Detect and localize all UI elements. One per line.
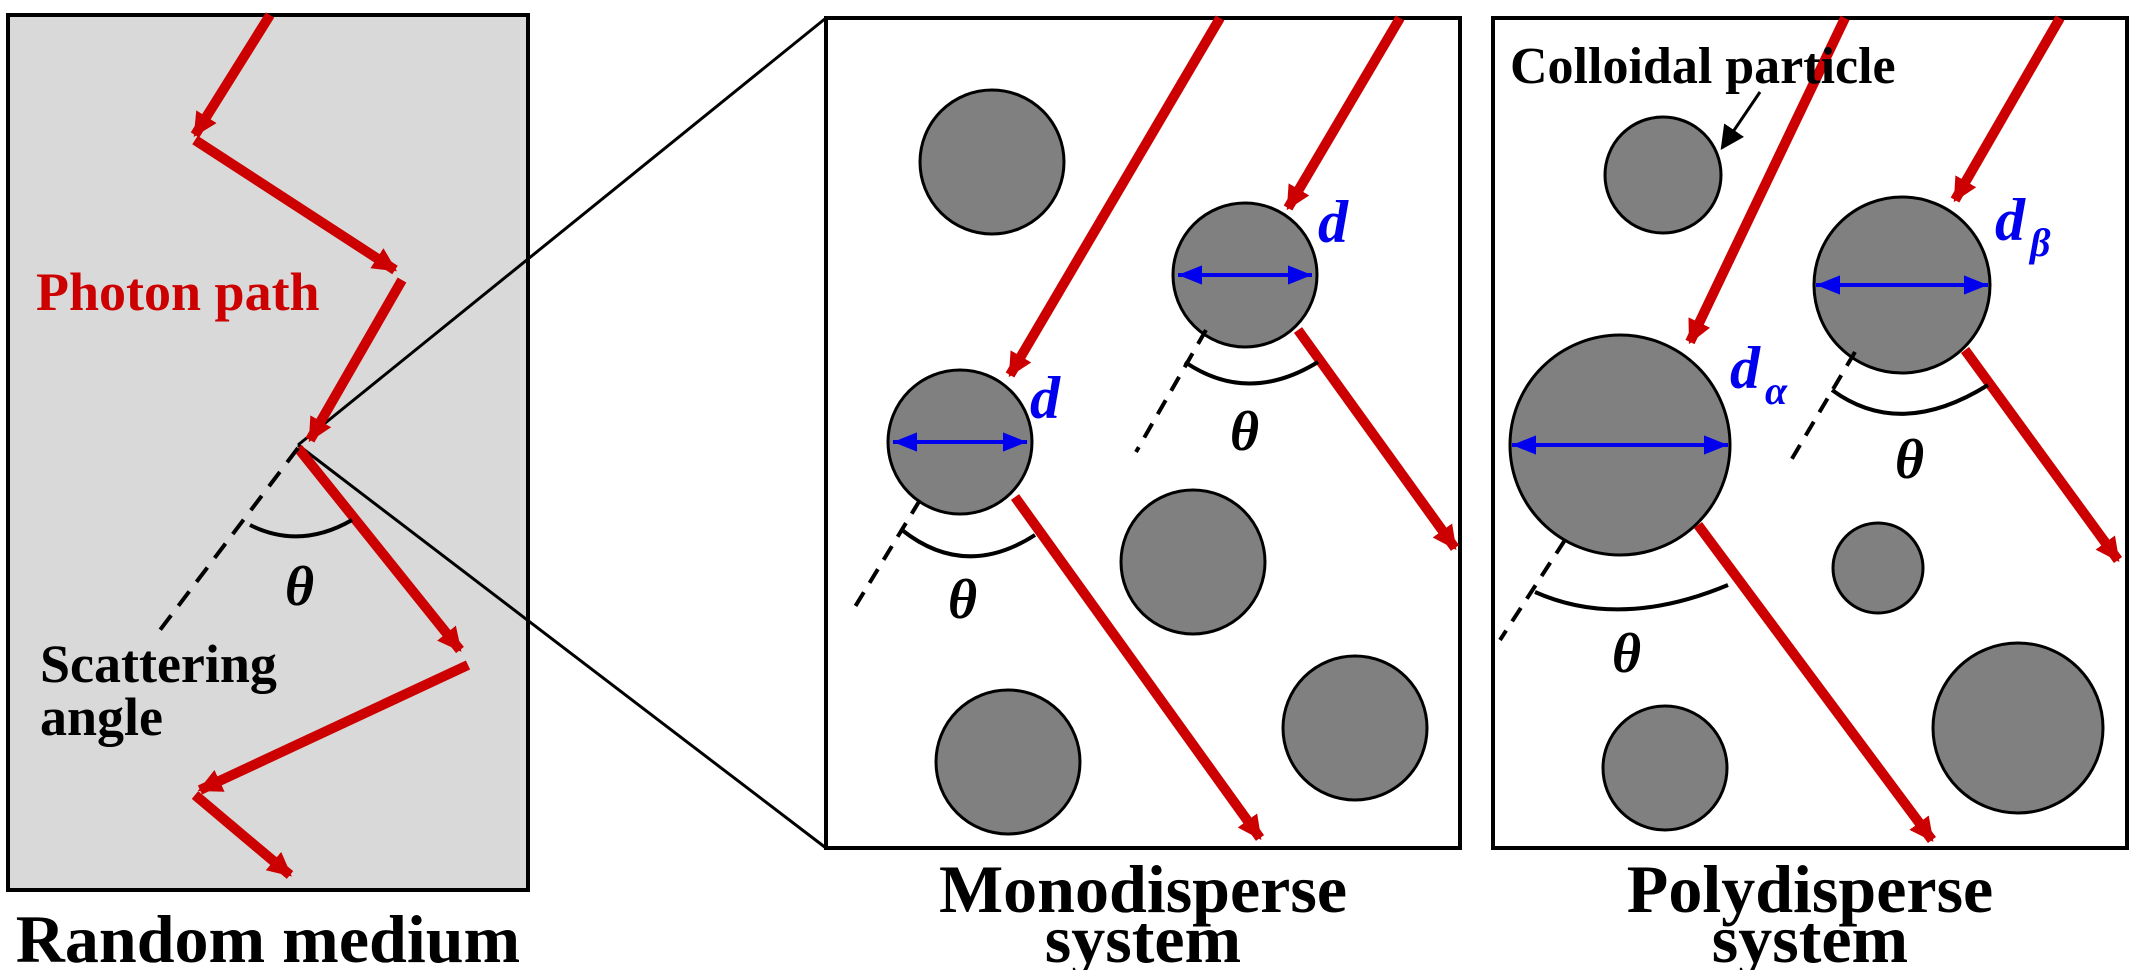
medium-box [6,13,530,892]
monodisperse-caption-line1: Monodisperse [939,851,1347,927]
photon-path-seg2 [192,135,398,275]
diameter-label-upper: d [1318,189,1349,255]
polydisperse-caption-line1: Polydisperse [1627,851,1993,927]
scattering-angle-arc [900,528,1037,559]
diameter-label-lower: d [1030,365,1061,431]
zoom-line-top [297,16,827,447]
incident-extension-dashed [1498,538,1567,642]
incident-extension-dashed [848,498,922,617]
diameter-label-beta: d [1995,187,2026,253]
colloidal-particle [1603,115,1723,235]
photon-incoming-left [1685,15,1850,345]
scattering-angle-label-line2: angle [40,687,163,747]
polydisperse-caption-line2: system [1712,901,1908,970]
photon-incoming-left [1005,15,1225,378]
incident-extension-dashed [1788,350,1857,464]
theta-label-medium: θ [285,556,314,618]
scattering-angle-label-line1: Scattering [40,634,277,694]
particle [1281,654,1429,802]
photon-path-seg3 [305,277,407,443]
photon-path-label: Photon path [36,262,320,322]
incident-extension-dashed [1134,329,1208,453]
photon-incoming-right [1950,15,2065,203]
diameter-subscript-beta: β [2028,220,2051,265]
monodisperse-panel: d d θ θ Monodisperse system [824,15,1462,970]
photon-outgoing-right [1293,327,1460,551]
theta-label-beta: θ [1895,429,1924,491]
random-medium-caption: Random medium [16,901,520,970]
scattering-angle-arc [1534,583,1729,612]
particle [934,688,1082,836]
particle [918,88,1066,236]
scattering-angle-arc [1183,360,1320,386]
scattering-angle-arc [1830,383,1990,416]
photon-path-start [190,12,275,138]
particle [1831,521,1925,615]
polydisperse-panel: d β d α θ θ Colloidal particle Polydispe… [1491,15,2129,970]
photon-path-seg5 [197,660,471,795]
colloidal-particle-label: Colloidal particle [1510,38,1896,95]
incident-extension-dashed [158,446,300,632]
photon-path-seg6 [191,791,294,879]
theta-label-lower: θ [948,569,977,631]
particle [1931,641,2105,815]
diameter-label-alpha: d [1730,335,1761,401]
photon-outgoing-left [1693,522,1937,843]
monodisperse-caption-line2: system [1045,901,1241,970]
zoom-line-bottom [297,443,827,850]
particle [1601,704,1729,832]
theta-label-upper: θ [1230,401,1259,463]
colloidal-particle-pointer [1720,91,1762,150]
photon-incoming-right [1283,15,1405,211]
photon-outgoing-left [1010,494,1265,841]
photon-outgoing-right [1960,347,2123,563]
theta-label-alpha: θ [1612,623,1641,685]
diameter-subscript-alpha: α [1765,368,1788,413]
scattering-angle-arc [249,518,353,539]
particle [1119,488,1267,636]
photon-path-seg4 [294,444,464,654]
random-medium-panel: Photon path θ Scattering angle Random me… [6,12,827,970]
